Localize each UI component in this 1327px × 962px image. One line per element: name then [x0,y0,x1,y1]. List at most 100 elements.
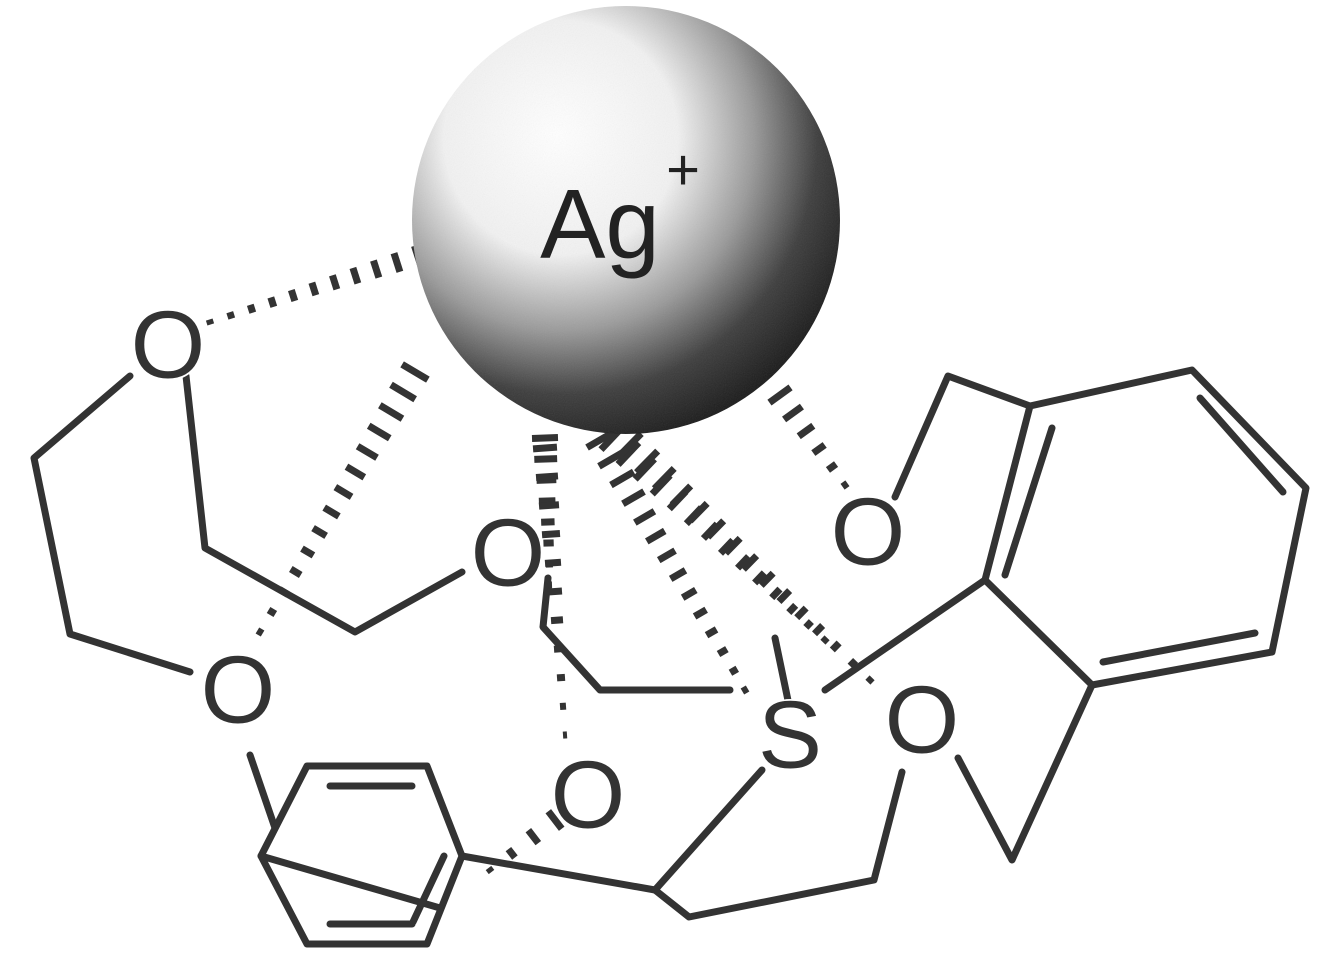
hash-mark [267,296,278,308]
hash-mark [532,443,558,453]
hashed-coordination-bond [485,809,565,875]
hash-mark [329,274,341,291]
oxygen-atom-label: O [131,292,206,399]
hash-mark [355,443,379,461]
hash-mark [390,252,404,273]
oxygen-atom-label: O [885,667,960,774]
hash-mark [740,685,750,695]
hash-mark [717,537,736,556]
hash-mark [311,525,328,539]
hash-mark [609,468,636,489]
atom-label-background [552,759,624,831]
hash-mark [740,553,760,572]
hash-mark [803,619,814,630]
hash-mark [547,587,563,596]
aromatic-inner-bond [1001,424,1056,579]
hash-mark [847,657,859,669]
hash-mark [538,501,560,510]
bond-line [30,372,194,676]
bond-line [821,576,989,694]
aromatic-inner-bond [1099,629,1259,666]
silver-ion-texture [412,6,840,434]
hash-mark [668,567,688,582]
hash-mark [322,504,341,520]
hash-mark [767,384,793,406]
hash-mark [266,606,278,618]
molecule-bonds [30,366,1310,948]
hash-mark [705,518,727,540]
hashed-coordination-bond [767,384,850,490]
hash-mark [226,311,236,320]
bond-line [891,372,1034,501]
atom-label-background [202,654,274,726]
hash-mark [531,434,559,442]
hash-mark [692,606,708,620]
hash-mark [716,646,729,657]
oxygen-atom-label: O [471,500,546,607]
hash-mark [585,429,615,451]
hash-mark [723,535,743,556]
hash-mark [758,570,776,588]
hash-mark [535,472,559,481]
oxygen-atom-label: O [551,742,626,849]
hash-mark [300,545,316,559]
hash-mark [796,422,816,440]
hash-mark [534,455,558,463]
hash-mark [544,558,562,567]
aromatic-inner-bond [1196,394,1287,496]
hash-mark [246,303,257,314]
hash-mark [669,483,694,508]
hash-mark [621,488,646,507]
hash-mark [825,461,839,473]
hash-mark [704,626,719,639]
hashed-coordination-bond [616,431,875,685]
hash-mark [615,440,642,467]
hash-mark [344,463,367,481]
hash-mark [680,586,698,601]
hash-mark [752,570,767,586]
bond-line [651,766,766,894]
hashed-coordination-bond [255,361,430,637]
hash-mark [545,809,565,831]
hash-mark [865,675,875,685]
hash-mark [550,616,564,625]
sulfur-atom-label: S [758,682,822,789]
hash-mark [541,529,561,539]
hash-mark [812,623,826,637]
oxygen-atom-label: O [831,479,906,586]
hash-mark [378,402,405,422]
hash-mark [389,381,417,403]
hash-mark [645,527,667,545]
bond-line [257,852,444,912]
bond-line [458,852,659,894]
hash-mark [728,665,739,676]
hash-mark [829,640,842,653]
atom-label-background [886,684,958,756]
atom-label-background [472,517,544,589]
hash-mark [308,281,320,297]
hash-mark [786,602,799,615]
bond-line [954,681,1096,864]
silver-ion-symbol: Ag [540,169,660,279]
hash-mark [366,422,392,442]
hash-mark [840,480,850,490]
hash-mark [538,497,556,505]
bond-line [539,574,734,694]
hashed-coordination-bond [585,429,750,695]
hash-mark [651,466,677,492]
hash-mark [205,318,215,326]
hash-mark [794,605,809,621]
hash-mark [735,554,752,571]
hash-mark [333,484,354,500]
bond-line [771,634,794,714]
silver-ion-charge: + [666,138,700,203]
hash-mark [687,500,710,524]
hash-mark [820,635,830,645]
hash-mark [616,431,644,459]
hash-mark [776,588,793,604]
atom-label-background [832,496,904,568]
atom-label-background [754,699,826,771]
hash-mark [656,547,677,564]
aromatic-inner-bond [409,852,448,926]
